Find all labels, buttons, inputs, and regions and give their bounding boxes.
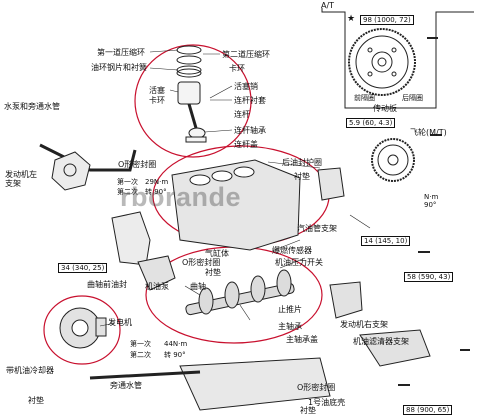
- first-torque-2-label: 44N·m: [164, 340, 188, 348]
- piston-conrod-icon: [177, 81, 207, 143]
- piston-group-highlight: [134, 44, 252, 158]
- drive-plate-icon: [348, 28, 416, 96]
- oil-cooler-label: 带机油冷却器: [6, 366, 54, 375]
- piston-rings-icon: [176, 45, 202, 78]
- rear-oil-seal-label: 后油封护圈: [282, 158, 322, 167]
- torque-spec-88: 88 (900, 65): [403, 405, 453, 415]
- left-mount-icon: [111, 211, 151, 266]
- second-torque-1-label: 转 90°: [145, 188, 167, 196]
- gasket-4-label: 衬垫: [300, 406, 316, 415]
- ring1-label: 第一道压缩环: [97, 48, 145, 57]
- oil-pipe-bracket-label: 汽油管支架: [297, 224, 337, 233]
- second-torque-2-label: 转 90°: [164, 351, 186, 359]
- torque-spec-34: 34 (340, 25): [58, 263, 108, 273]
- first-pass-1-label: 第一次: [117, 178, 138, 186]
- oring-3-label: O形密封圈: [297, 383, 336, 392]
- cylinder-block-label: 气缸体: [205, 249, 229, 258]
- torque-spec-5.9: 5.9 (60, 4.3): [346, 118, 396, 128]
- flywheel-label: 飞轮(M/T): [410, 128, 447, 137]
- oil-ring-label: 油环钢片和衬簧: [91, 63, 147, 72]
- water-pump-label: 水泵和旁通水管: [4, 102, 60, 111]
- oil-pump-icon: [137, 255, 176, 291]
- at-label: A/T: [321, 1, 335, 10]
- torque-spec-58: 58 (590, 43): [404, 272, 454, 282]
- cylinder-block-icon: [171, 159, 301, 251]
- rear-cover-label: 后隔圈: [402, 94, 423, 102]
- torque-spec-98: 98 (1000, 72): [360, 15, 414, 25]
- thrust-washer-label: 止推片: [278, 305, 302, 314]
- oil-pressure-switch-label: 机油压力开关: [275, 258, 323, 267]
- main-cap-label: 主轴承盖: [286, 335, 318, 344]
- alternator-highlight: [43, 295, 121, 365]
- non-reusable-star-icon: ★: [347, 14, 356, 24]
- gasket-1-label: 衬垫: [294, 172, 310, 181]
- ring2-label: 第二道压缩环: [222, 50, 270, 59]
- right-mount-icon: [329, 281, 363, 319]
- main-bearing-label: 主轴承: [278, 322, 302, 331]
- oring-2-label: O形密封圈: [182, 258, 221, 267]
- piston-pin-label: 活塞销: [234, 82, 258, 91]
- front-cover-label: 前隔圈: [354, 94, 375, 102]
- second-pass-1-label: 第二次: [117, 188, 138, 196]
- alternator-icon: [59, 307, 107, 349]
- bolt-icon: [398, 37, 470, 386]
- engine-right-mount-label: 发动机右支架: [340, 320, 388, 329]
- crankshaft-label: 曲轴: [190, 282, 206, 291]
- alternator-label: 发电机: [108, 318, 132, 327]
- drive-plate-label: 传动板: [373, 104, 397, 113]
- first-torque-1-label: 29N·m: [145, 178, 169, 186]
- oil-pan-label: 1号油底壳: [308, 398, 346, 407]
- oil-filter-bracket-icon: [359, 329, 431, 367]
- conrod-bushing-label: 连杆衬套: [234, 96, 266, 105]
- front-oil-seal-label: 曲轴前油封: [87, 280, 127, 289]
- crankshaft-icon: [185, 269, 295, 316]
- at-frame: [321, 8, 474, 109]
- torque-spec-14: 14 (145, 10): [361, 236, 411, 246]
- oil-filter-bracket-label: 机油滤清器支架: [353, 337, 409, 346]
- conrod-bearing-label: 连杆轴承: [234, 126, 266, 135]
- rear-oil-seal-icon: [317, 167, 345, 201]
- oil-pump-label: 机油泵: [145, 282, 169, 291]
- bypass-pipe-icon: [89, 370, 201, 380]
- watermark: rborande: [120, 182, 242, 212]
- water-pump-icon: [51, 151, 91, 191]
- conrod-label: 连杆: [234, 110, 250, 119]
- piston-label: 活塞: [149, 86, 165, 95]
- circlip2-label: 卡环: [149, 96, 165, 105]
- leader-lines: [99, 49, 371, 327]
- bypass-pipe-label: 旁通水管: [110, 381, 142, 390]
- first-pass-2-label: 第一次: [130, 340, 151, 348]
- oring-1-label: O形密封圈: [118, 160, 157, 169]
- oil-pan-icon: [179, 357, 331, 411]
- gasket-2-label: 衬垫: [28, 396, 44, 405]
- circlip-label: 卡环: [229, 64, 245, 73]
- second-pass-2-label: 第二次: [130, 351, 151, 359]
- gasket-3-label: 衬垫: [205, 268, 221, 277]
- engine-left-mount-label: 发动机左支架: [5, 170, 37, 188]
- knock-sensor-label: 爆燃传感器: [272, 246, 312, 255]
- n-m-90-label: N·m 90°: [424, 193, 439, 209]
- conrod-cap-label: 连杆盖: [234, 140, 258, 149]
- flywheel-icon: [371, 138, 415, 182]
